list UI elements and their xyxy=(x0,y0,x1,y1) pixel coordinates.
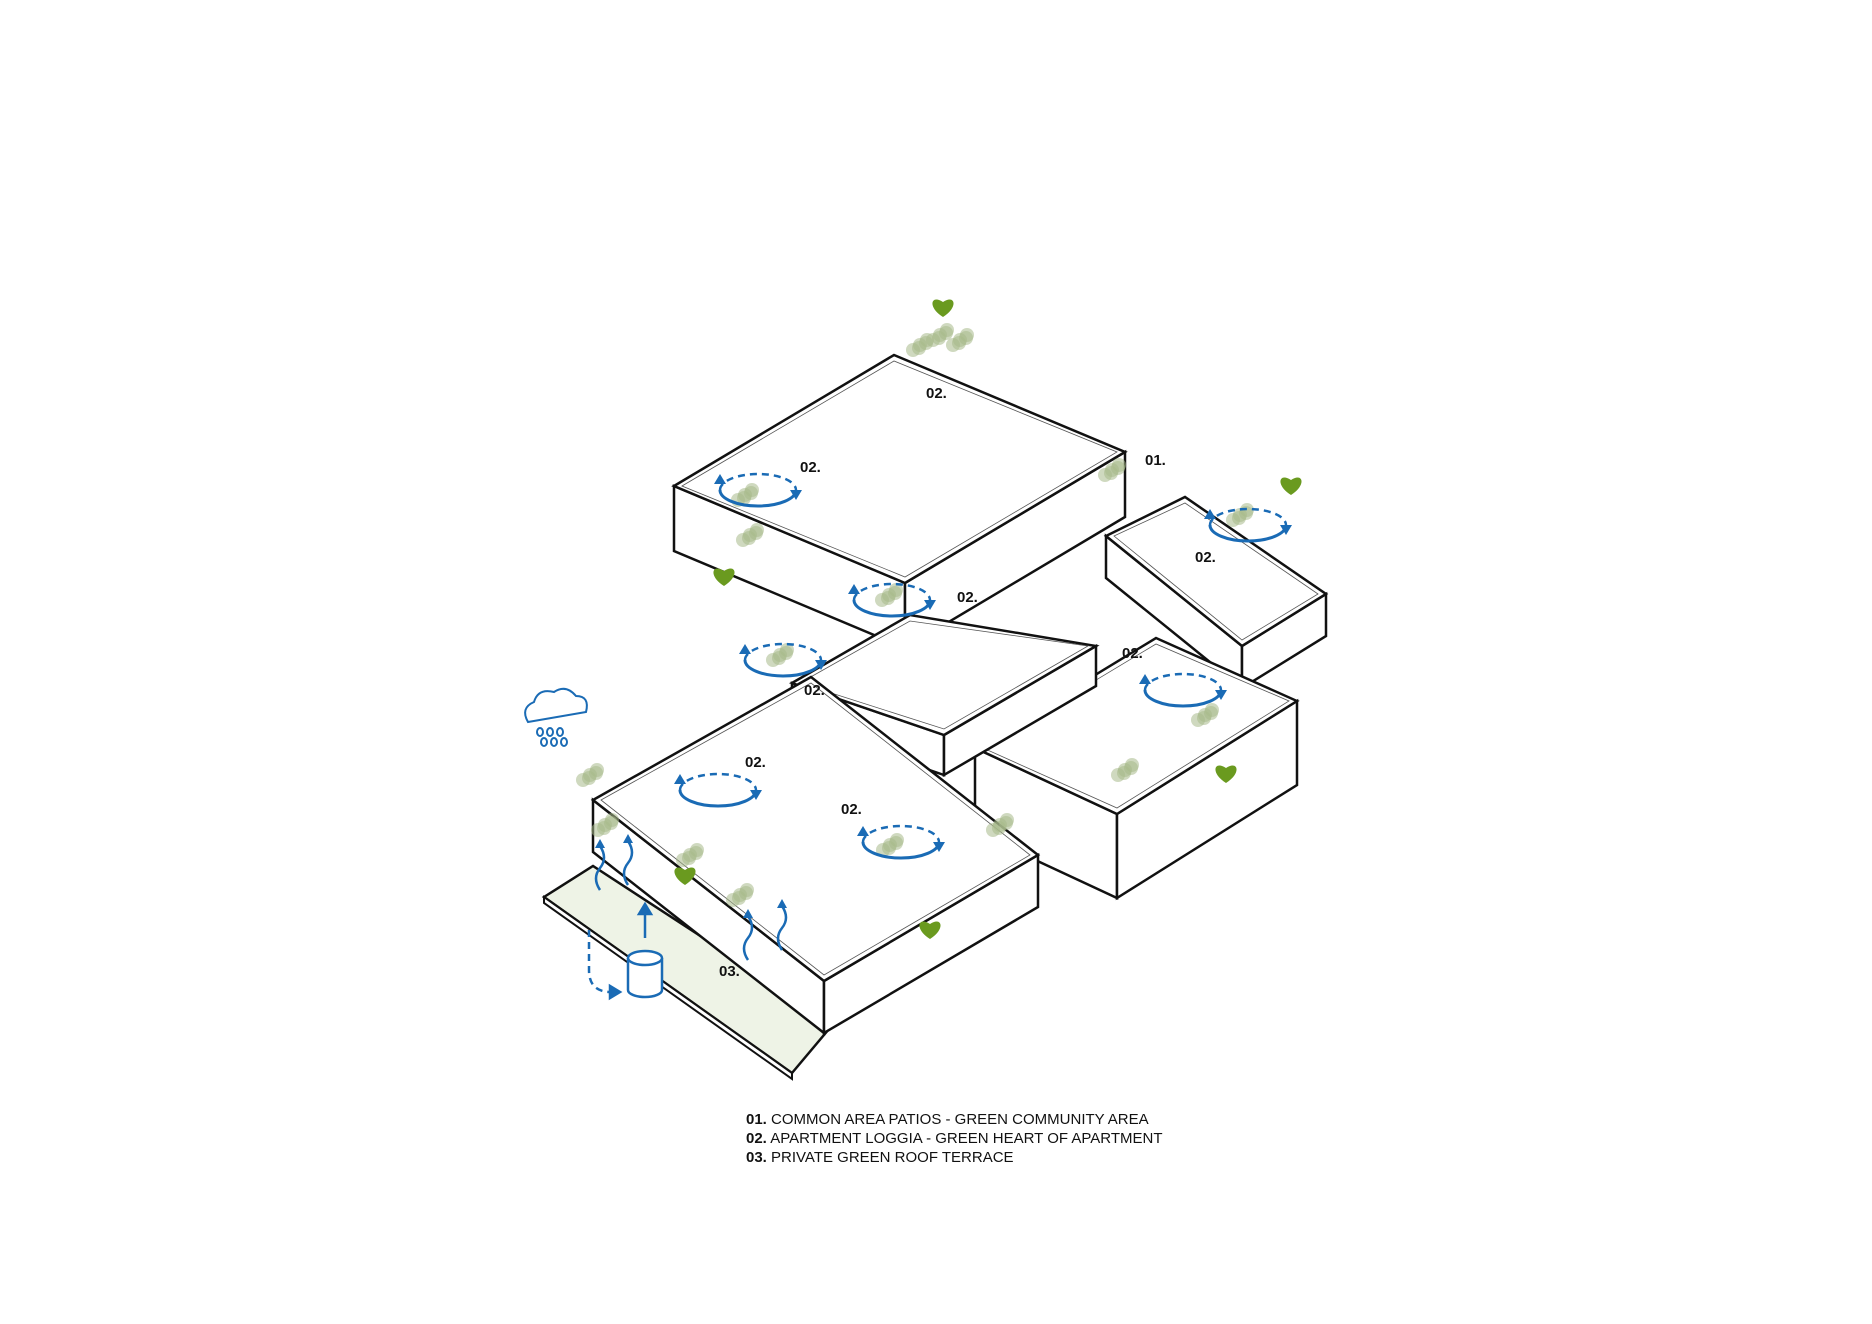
plant-foliage xyxy=(689,846,703,860)
plant-foliage xyxy=(779,646,793,660)
label-loggia: 02. xyxy=(1195,549,1216,566)
label-loggia: 02. xyxy=(957,589,978,606)
airflow-arrow-icon xyxy=(742,915,754,961)
arrowhead xyxy=(750,790,762,800)
arrowhead xyxy=(1139,674,1151,684)
plant-foliage xyxy=(888,586,902,600)
arrowhead xyxy=(777,899,787,908)
roof-parapet xyxy=(1113,502,1319,641)
legend-item: 01. COMMON AREA PATIOS - GREEN COMMUNITY… xyxy=(746,1110,1163,1129)
circulation-arrow-icon xyxy=(1208,524,1288,543)
rain-cloud-icon xyxy=(524,687,588,747)
plant-foliage xyxy=(889,836,903,850)
circulation-arrow-icon xyxy=(861,841,941,860)
arrowhead xyxy=(933,842,945,852)
plant-foliage xyxy=(999,816,1013,830)
circulation-arrow-icon xyxy=(678,789,758,808)
arrowhead xyxy=(857,826,869,836)
airflow-arrow-icon xyxy=(594,845,606,891)
green-roof-terrace xyxy=(541,864,836,1081)
heart-icon xyxy=(919,921,941,939)
label-roof-terrace: 03. xyxy=(719,963,740,980)
arrowhead xyxy=(623,834,633,843)
arrowhead xyxy=(1215,690,1227,700)
arrowhead xyxy=(1204,509,1216,519)
legend-number: 02. xyxy=(746,1130,767,1147)
legend-number: 01. xyxy=(746,1111,767,1128)
circulation-arrow-icon xyxy=(743,659,823,678)
building-blocks xyxy=(590,353,1329,1036)
label-loggia: 02. xyxy=(926,385,947,402)
legend-item: 02. APARTMENT LOGGIA - GREEN HEART OF AP… xyxy=(746,1129,1163,1148)
plant-foliage xyxy=(1124,761,1138,775)
label-loggia: 02. xyxy=(841,801,862,818)
heart-icon xyxy=(674,867,696,885)
legend: 01. COMMON AREA PATIOS - GREEN COMMUNITY… xyxy=(746,1110,1163,1167)
heart-icon xyxy=(932,299,954,317)
plant-foliage xyxy=(939,326,953,340)
arrowhead xyxy=(595,839,605,848)
arrowhead xyxy=(924,600,936,610)
label-loggia: 02. xyxy=(1122,645,1143,662)
plant-foliage xyxy=(589,766,603,780)
roof-parapet xyxy=(982,643,1290,809)
plant-foliage xyxy=(1111,461,1125,475)
plant-foliage xyxy=(959,331,973,345)
terrace-edge xyxy=(543,895,793,1081)
airflow-arrow-icon xyxy=(587,901,654,1001)
label-loggia: 02. xyxy=(745,754,766,771)
legend-text: APARTMENT LOGGIA - GREEN HEART OF APARTM… xyxy=(770,1130,1163,1147)
label-loggia: 02. xyxy=(800,459,821,476)
hearts xyxy=(674,299,1302,939)
legend-number: 03. xyxy=(746,1149,767,1166)
block-roof xyxy=(590,675,1041,983)
airflow-arrow-icon xyxy=(622,840,634,886)
roof-parapet xyxy=(799,620,1090,730)
heart-icon xyxy=(1280,477,1302,495)
circulation-arrow-icon xyxy=(852,599,932,618)
arrowhead xyxy=(1280,525,1292,535)
label-common-patio: 01. xyxy=(1145,452,1166,469)
circulation-arrow-icon xyxy=(718,489,798,508)
circulation-arrows xyxy=(594,472,1292,961)
legend-text: COMMON AREA PATIOS - GREEN COMMUNITY ARE… xyxy=(771,1111,1149,1128)
roof-parapet xyxy=(681,360,1118,578)
block-roof xyxy=(671,353,1128,585)
plant-foliage xyxy=(739,886,753,900)
legend-item: 03. PRIVATE GREEN ROOF TERRACE xyxy=(746,1148,1163,1167)
plant-foliage xyxy=(919,336,933,350)
heart-icon xyxy=(713,568,735,586)
circulation-arrow-icon xyxy=(1143,689,1223,708)
airflow-arrow-icon xyxy=(776,905,788,951)
heart-icon xyxy=(1215,765,1237,783)
block-roof xyxy=(1103,495,1329,648)
arrowhead xyxy=(848,584,860,594)
arrowhead xyxy=(790,490,802,500)
arrowhead xyxy=(743,909,753,918)
label-loggia: 02. xyxy=(804,682,825,699)
arrowhead xyxy=(815,660,827,670)
plants xyxy=(576,323,1254,907)
plant-foliage xyxy=(744,486,758,500)
arrowhead xyxy=(714,474,726,484)
arrowhead xyxy=(739,644,751,654)
legend-text: PRIVATE GREEN ROOF TERRACE xyxy=(771,1149,1014,1166)
plant-foliage xyxy=(1204,706,1218,720)
water-tank-icon xyxy=(626,949,664,999)
plant-foliage xyxy=(749,526,763,540)
arrowhead xyxy=(674,774,686,784)
plant-foliage xyxy=(604,816,618,830)
